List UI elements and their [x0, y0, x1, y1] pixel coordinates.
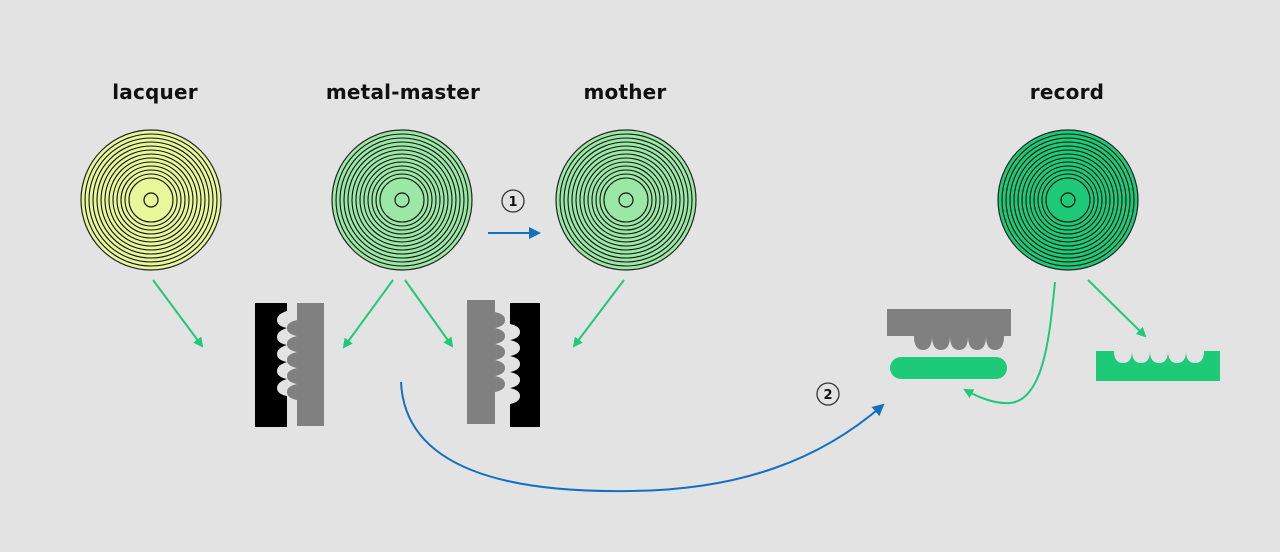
disc-icon-record [997, 129, 1139, 271]
disc-groove [595, 169, 657, 231]
disc-body [80, 129, 222, 271]
disc-groove [124, 173, 178, 227]
disc-icon-mother [555, 129, 697, 271]
disc-icon-lacquer [80, 129, 222, 271]
disc-groove [563, 137, 689, 263]
disc-center-hole [143, 192, 159, 208]
arrow-icon-master-left [342, 279, 394, 349]
disc-groove [104, 153, 198, 247]
stage-label-lacquer: lacquer [112, 80, 198, 104]
disc-groove [339, 137, 465, 263]
disc-groove [1037, 169, 1099, 231]
disc-groove [559, 133, 693, 267]
stage-label-metal-master: metal-master [325, 80, 481, 104]
step-number-2: 2 [823, 388, 832, 403]
disc-groove [1041, 173, 1095, 227]
disc-body [997, 129, 1139, 271]
mother-plate [510, 303, 540, 427]
lacquer-plate [255, 303, 287, 427]
disc-groove [1017, 149, 1119, 251]
arrow-icon-lacquer-down [152, 279, 204, 348]
disc-groove [112, 161, 190, 239]
disc-groove [359, 157, 445, 243]
stage-label-record: record [1029, 80, 1105, 104]
stamper [887, 309, 1011, 350]
disc-groove [371, 169, 433, 231]
disc-groove [599, 173, 653, 227]
arrow-icon-mother-down [572, 279, 625, 348]
disc-groove [1005, 137, 1131, 263]
vinyl-blank [890, 357, 1007, 379]
disc-body [555, 129, 697, 271]
press-icon [887, 309, 1011, 379]
disc-groove [88, 137, 214, 263]
disc-groove [351, 149, 453, 251]
metal-master-plate-2 [467, 300, 505, 424]
disc-groove [100, 149, 202, 251]
disc-groove [1013, 145, 1123, 255]
disc-groove [128, 177, 174, 223]
disc-groove [108, 157, 194, 243]
disc-groove [587, 161, 665, 239]
disc-groove [575, 149, 677, 251]
disc-groove [1009, 141, 1127, 259]
step-number-1: 1 [508, 195, 517, 210]
disc-groove [347, 145, 457, 255]
disc-groove [583, 157, 669, 243]
disc-groove [579, 153, 673, 247]
step-badge-icon-1: 1 [501, 189, 525, 213]
disc-groove [603, 177, 649, 223]
disc-groove [116, 165, 186, 235]
disc-icon-metal-master [331, 129, 473, 271]
disc-groove [335, 133, 469, 267]
step-badge-icon-2: 2 [816, 382, 840, 406]
disc-groove [1033, 165, 1103, 235]
disc-groove [363, 161, 441, 239]
disc-groove [591, 165, 661, 235]
disc-groove [92, 141, 210, 259]
arrow-icon-step-2 [400, 381, 885, 493]
groove-cross-section-icon-master-mother [467, 300, 540, 427]
disc-groove [571, 145, 681, 255]
disc-groove [84, 133, 218, 267]
disc-groove [1001, 133, 1135, 267]
disc-body [331, 129, 473, 271]
disc-groove [1025, 157, 1111, 243]
arrow-icon-record-right [1087, 279, 1147, 338]
disc-groove [1045, 177, 1091, 223]
disc-groove [355, 153, 449, 247]
groove-cross-section-icon-lacquer-master [255, 303, 324, 427]
metal-master-plate [287, 303, 324, 426]
arrow-icon-record-curve [963, 281, 1056, 405]
disc-groove [120, 169, 182, 231]
stage-label-mother: mother [583, 80, 667, 104]
disc-groove [96, 145, 206, 255]
disc-groove [567, 141, 685, 259]
disc-center-hole [618, 192, 634, 208]
disc-groove [1029, 161, 1107, 239]
disc-groove [375, 173, 429, 227]
arrow-icon-master-right [404, 279, 454, 348]
disc-groove [343, 141, 461, 259]
record-groove-icon [1096, 351, 1220, 381]
disc-groove [379, 177, 425, 223]
disc-groove [1021, 153, 1115, 247]
disc-center-hole [394, 192, 410, 208]
disc-groove [367, 165, 437, 235]
disc-center-hole [1060, 192, 1076, 208]
